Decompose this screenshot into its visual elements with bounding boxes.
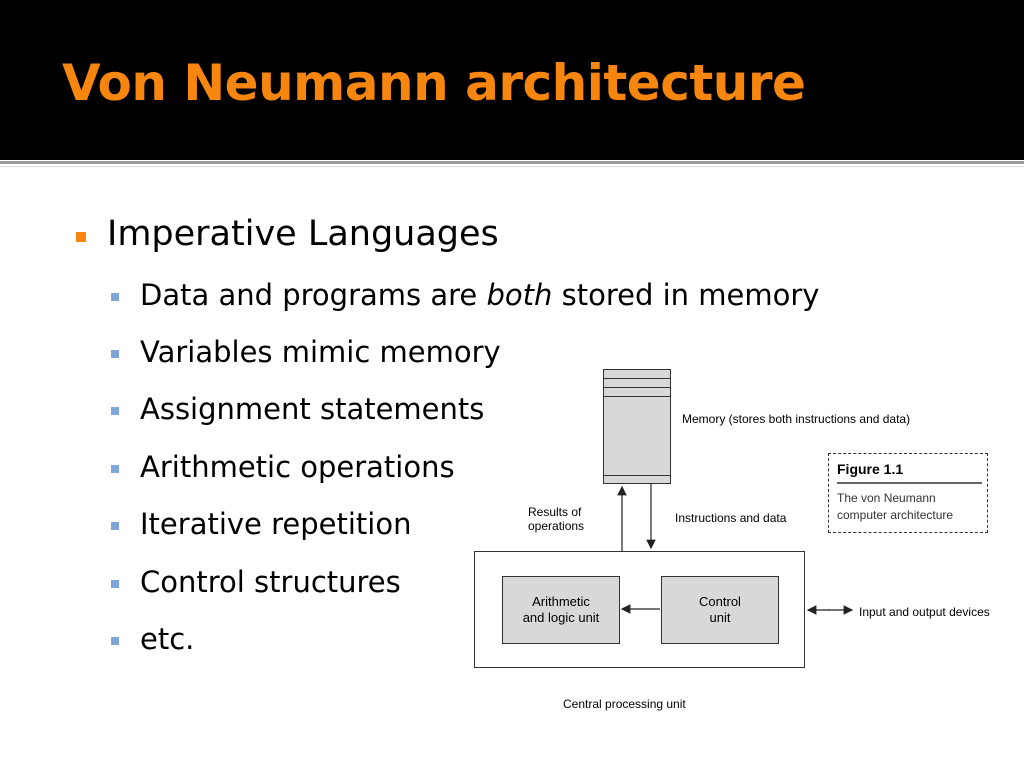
- title-divider-thin: [0, 166, 1024, 167]
- memory-block: [603, 369, 671, 484]
- square-bullet-icon: [76, 232, 86, 242]
- memory-label: Memory (stores both instructions and dat…: [682, 412, 911, 426]
- memory-cell-line: [604, 475, 670, 476]
- title-bar: Von Neumann architecture: [0, 0, 1024, 160]
- sub-bullet-icon: [111, 465, 119, 473]
- slide-title: Von Neumann architecture: [62, 54, 806, 112]
- emphasis-text: both: [486, 278, 553, 312]
- alu-block: Arithmetic and logic unit: [502, 576, 620, 644]
- control-unit-block: Control unit: [661, 576, 779, 644]
- sub-bullet-icon: [111, 350, 119, 358]
- sub-bullet-text: Variables mimic memory: [140, 335, 501, 369]
- main-bullet-text: Imperative Languages: [107, 214, 499, 254]
- cpu-label: Central processing unit: [563, 697, 686, 711]
- alu-label: Arithmetic and logic unit: [522, 594, 600, 625]
- results-label: Results of operations: [528, 505, 585, 533]
- sub-bullet-text-part: stored in memory: [552, 278, 820, 312]
- sub-bullet-icon: [111, 580, 119, 588]
- sub-bullet-text: Iterative repetition: [140, 507, 412, 541]
- sub-bullet-text: etc.: [140, 622, 195, 656]
- sub-bullet-text: Control structures: [140, 565, 401, 599]
- sub-bullet-text: Assignment statements: [140, 392, 485, 426]
- sub-bullet-icon: [111, 293, 119, 301]
- figure-title: Figure 1.1: [837, 461, 904, 477]
- sub-bullet-text: Arithmetic operations: [140, 450, 455, 484]
- memory-cell-line: [604, 396, 670, 397]
- title-divider: [0, 161, 1024, 164]
- control-unit-label: Control unit: [699, 594, 741, 625]
- figure-caption-box: Figure 1.1 The von Neumann computer arch…: [828, 453, 988, 533]
- sub-bullet-text-part: Data and programs are: [140, 278, 487, 312]
- figure-caption: The von Neumann computer architecture: [837, 491, 954, 522]
- memory-cell-line: [604, 378, 670, 379]
- sub-bullet-icon: [111, 407, 119, 415]
- sub-bullet-text: Data and programs are both stored in mem…: [140, 278, 819, 312]
- io-label: Input and output devices: [859, 605, 990, 619]
- sub-bullet-icon: [111, 637, 119, 645]
- memory-cell-line: [604, 387, 670, 388]
- sub-bullet-icon: [111, 522, 119, 530]
- instructions-label: Instructions and data: [675, 511, 787, 525]
- figure-rule: [837, 482, 982, 484]
